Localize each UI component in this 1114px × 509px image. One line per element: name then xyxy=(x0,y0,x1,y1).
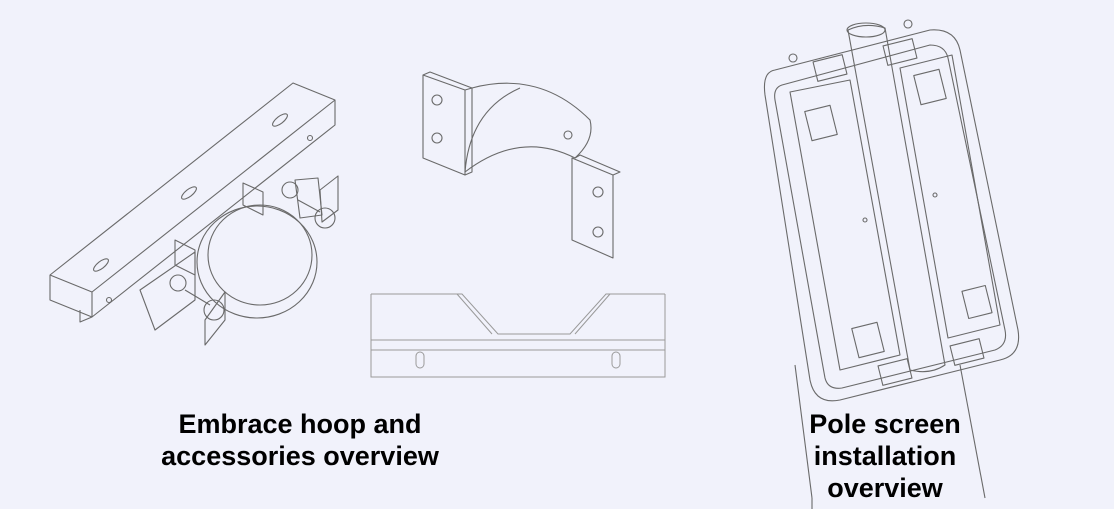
pole-caption-line-2: installation xyxy=(813,441,957,471)
hoop-caption-line-1: Embrace hoop and xyxy=(178,409,422,439)
flat-bracket-drawing xyxy=(370,293,666,378)
embrace-hoop-assembly-drawing xyxy=(49,82,339,346)
pole-caption-line-1: Pole screen xyxy=(809,409,961,439)
pole-screen-drawing xyxy=(763,19,1020,509)
clamp-bracket-drawing xyxy=(422,71,621,259)
pole-caption-line-3: overview xyxy=(827,473,943,503)
hoop-caption-line-2: accessories overview xyxy=(161,441,439,471)
pole-screen-caption: Pole screen installation overview xyxy=(770,408,1000,504)
hoop-caption: Embrace hoop and accessories overview xyxy=(140,408,460,472)
